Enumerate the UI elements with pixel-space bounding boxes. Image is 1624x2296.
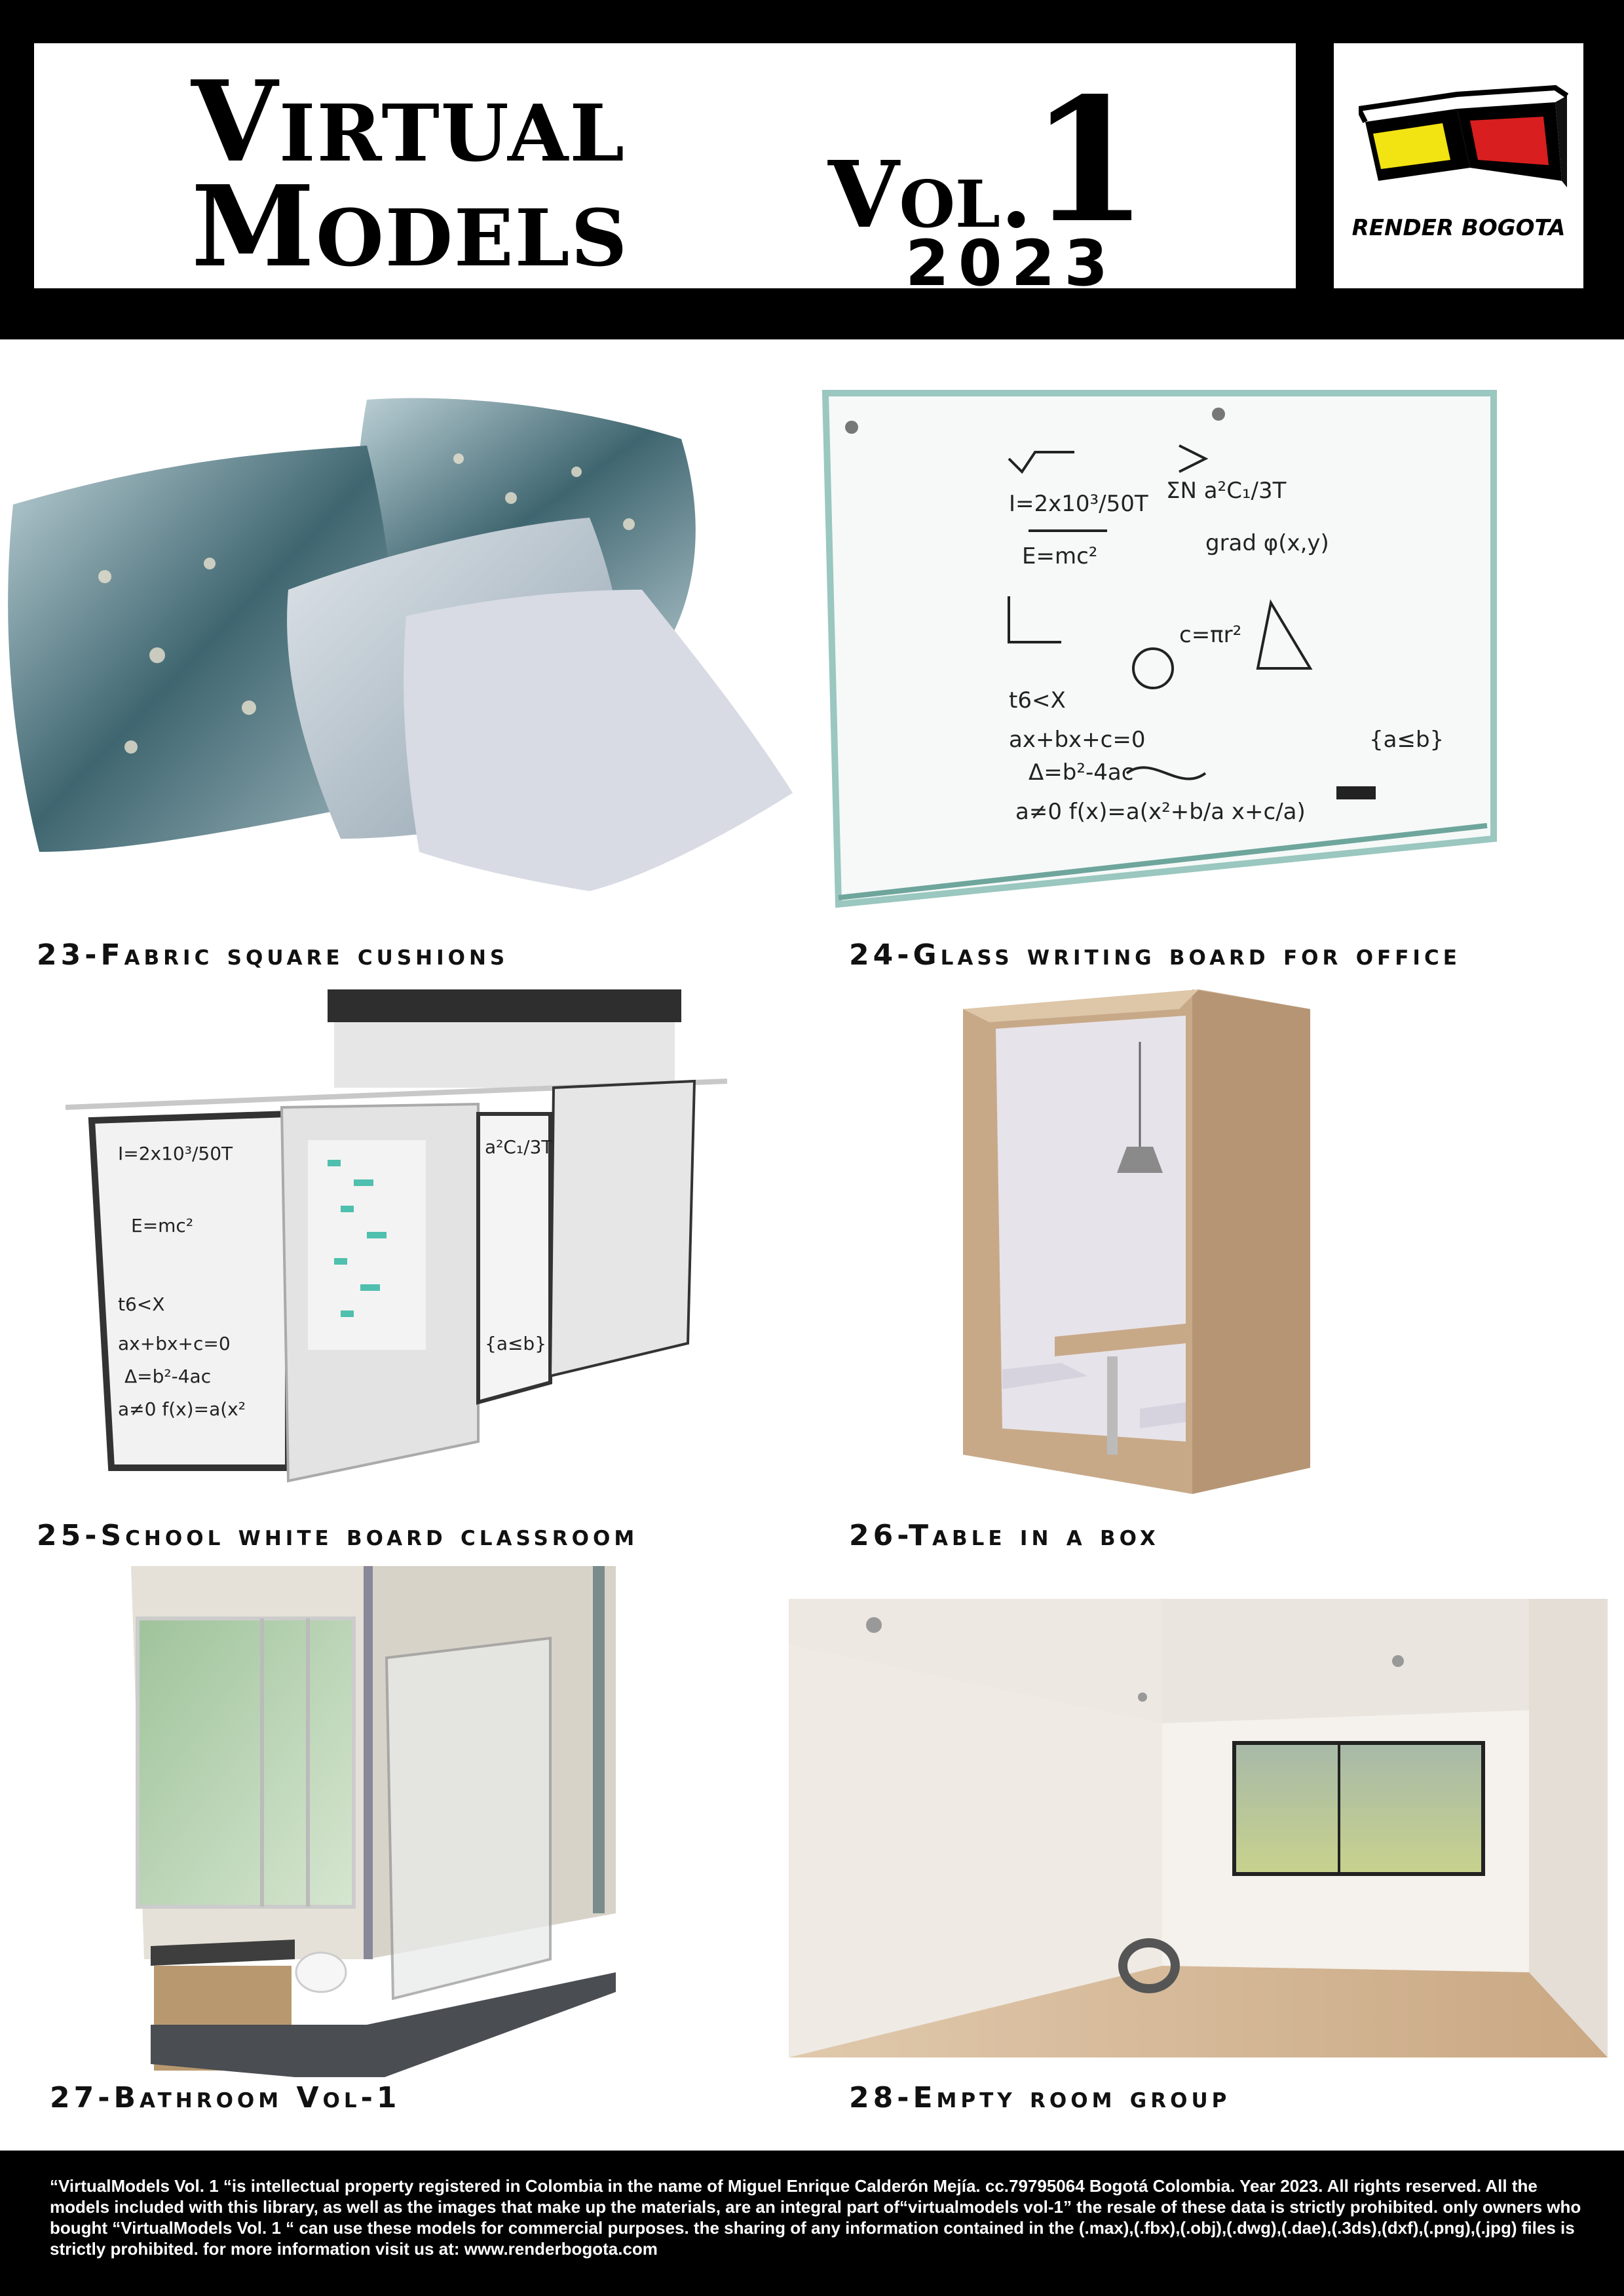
header-band: Virtual Models Vol. 1 2023 RENDER BOGOTA <box>0 0 1624 339</box>
legal-notice: “VirtualModels Vol. 1 “is intellectual p… <box>50 2176 1581 2259</box>
volume-label: Vol. <box>828 142 1032 249</box>
product-card-28[interactable]: 28-Empty room group <box>789 1599 1614 2136</box>
brand-logo: RENDER BOGOTA <box>1334 43 1583 288</box>
svg-text:ax+bx+c=0: ax+bx+c=0 <box>118 1333 231 1354</box>
table-box-image <box>963 989 1310 1494</box>
volume-number: 1 <box>1030 61 1148 261</box>
footer-legal: “VirtualModels Vol. 1 “is intellectual p… <box>0 2151 1624 2296</box>
catalog-year: 2023 <box>905 227 1118 300</box>
glass-board-image: I=2x10³/50T E=mc² ΣN a²C₁/3T grad φ(x,y)… <box>821 390 1497 908</box>
product-card-23[interactable]: 23-Fabric square cushions <box>0 380 812 972</box>
product-caption: 25-School white board classroom <box>37 1519 639 1552</box>
svg-text:Δ=b²-4ac: Δ=b²-4ac <box>1029 759 1133 786</box>
product-caption: 27-Bathroom Vol-1 <box>50 2081 401 2114</box>
title-box: Virtual Models Vol. 1 2023 <box>34 43 1296 300</box>
svg-text:E=mc²: E=mc² <box>131 1215 193 1236</box>
svg-text:E=mc²: E=mc² <box>1022 543 1097 569</box>
product-caption: 26-Table in a box <box>849 1519 1160 1552</box>
product-card-26[interactable]: 26-Table in a box <box>812 983 1624 1559</box>
product-caption: 28-Empty room group <box>849 2081 1231 2114</box>
brand-name: RENDER BOGOTA <box>1351 215 1566 241</box>
svg-text:I=2x10³/50T: I=2x10³/50T <box>1009 491 1148 517</box>
product-card-24[interactable]: I=2x10³/50T E=mc² ΣN a²C₁/3T grad φ(x,y)… <box>812 380 1624 972</box>
svg-text:{a≤b}: {a≤b} <box>485 1333 546 1354</box>
product-caption: 23-Fabric square cushions <box>37 938 509 972</box>
svg-text:ax+bx+c=0: ax+bx+c=0 <box>1009 727 1145 753</box>
cushions-image <box>8 398 793 891</box>
svg-text:t6<X: t6<X <box>1009 687 1066 714</box>
svg-text:grad φ(x,y): grad φ(x,y) <box>1205 530 1329 556</box>
catalog-title: Virtual Models <box>191 56 629 292</box>
title-line-2: Models <box>191 161 629 292</box>
svg-text:t6<X: t6<X <box>118 1293 164 1315</box>
bathroom-image <box>131 1566 616 2077</box>
product-card-25[interactable]: I=2x10³/50T E=mc² t6<X ax+bx+c=0 Δ=b²-4ac a… <box>0 983 812 1559</box>
svg-text:Δ=b²-4ac: Δ=b²-4ac <box>124 1366 211 1387</box>
3d-glasses-icon <box>1359 85 1568 187</box>
svg-text:I=2x10³/50T: I=2x10³/50T <box>118 1143 233 1164</box>
svg-text:c=πr²: c=πr² <box>1179 622 1241 648</box>
svg-text:{a≤b}: {a≤b} <box>1369 727 1444 753</box>
svg-text:ΣN a²C₁/3T: ΣN a²C₁/3T <box>1166 478 1287 504</box>
empty-room-image <box>789 1599 1608 2057</box>
svg-text:a≠0 f(x)=a(x²: a≠0 f(x)=a(x² <box>118 1398 246 1420</box>
product-card-27[interactable]: 27-Bathroom Vol-1 <box>0 1566 812 2136</box>
svg-text:a²C₁/3T: a²C₁/3T <box>485 1136 553 1158</box>
school-whiteboard-image: I=2x10³/50T E=mc² t6<X ax+bx+c=0 Δ=b²-4ac a… <box>65 989 728 1483</box>
svg-text:a≠0 f(x)=a(x²+b/a x+c/a): a≠0 f(x)=a(x²+b/a x+c/a) <box>1015 799 1306 825</box>
title-line-1: Virtual <box>191 56 626 187</box>
product-caption: 24-Glass writing board for office <box>849 938 1461 972</box>
